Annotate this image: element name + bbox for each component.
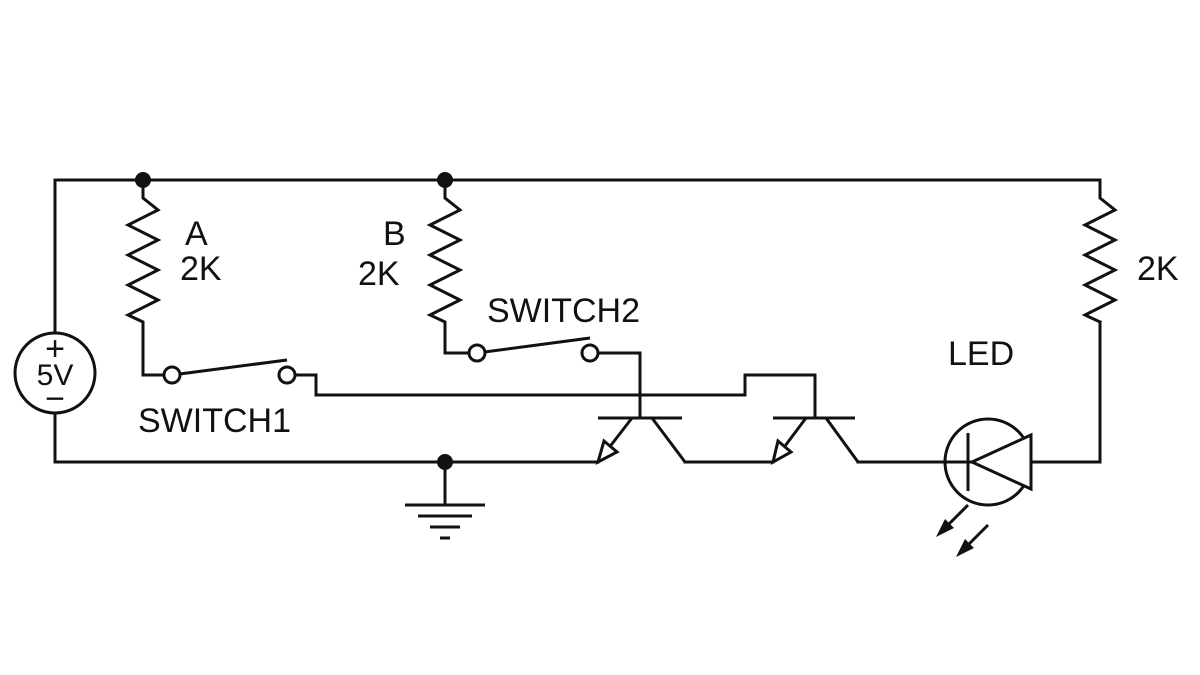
ground-symbol: [405, 462, 485, 540]
switch1-label: SWITCH1: [138, 402, 291, 440]
led-output-wire: [1029, 320, 1102, 464]
voltage-source-plus: +: [45, 330, 65, 368]
voltage-source-label: 5V: [37, 359, 74, 392]
resistor-b: [426, 178, 474, 355]
led: [943, 417, 1033, 507]
switch1-output-wire: [293, 373, 817, 420]
voltage-source-minus: −: [45, 380, 65, 418]
switch2-label: SWITCH2: [487, 292, 640, 330]
resistor-a: [124, 178, 174, 377]
left-ground-wire: [53, 411, 600, 464]
resistor-led: [1081, 178, 1119, 324]
led-emission-arrows: [936, 503, 990, 557]
switch1: [162, 358, 297, 385]
resistor-a-value: 2K: [180, 250, 222, 288]
resistor-a-name: A: [185, 215, 208, 253]
resistor-b-name: B: [383, 215, 406, 253]
resistor-led-value: 2K: [1137, 250, 1179, 288]
switch2: [467, 336, 600, 363]
voltage-source: + 5V −: [13, 330, 97, 418]
switch2-output-wire: [596, 351, 642, 420]
led-label: LED: [948, 335, 1014, 373]
transistor-1: [595, 416, 687, 465]
transistor-2: [770, 416, 860, 465]
resistor-b-value: 2K: [358, 255, 400, 293]
